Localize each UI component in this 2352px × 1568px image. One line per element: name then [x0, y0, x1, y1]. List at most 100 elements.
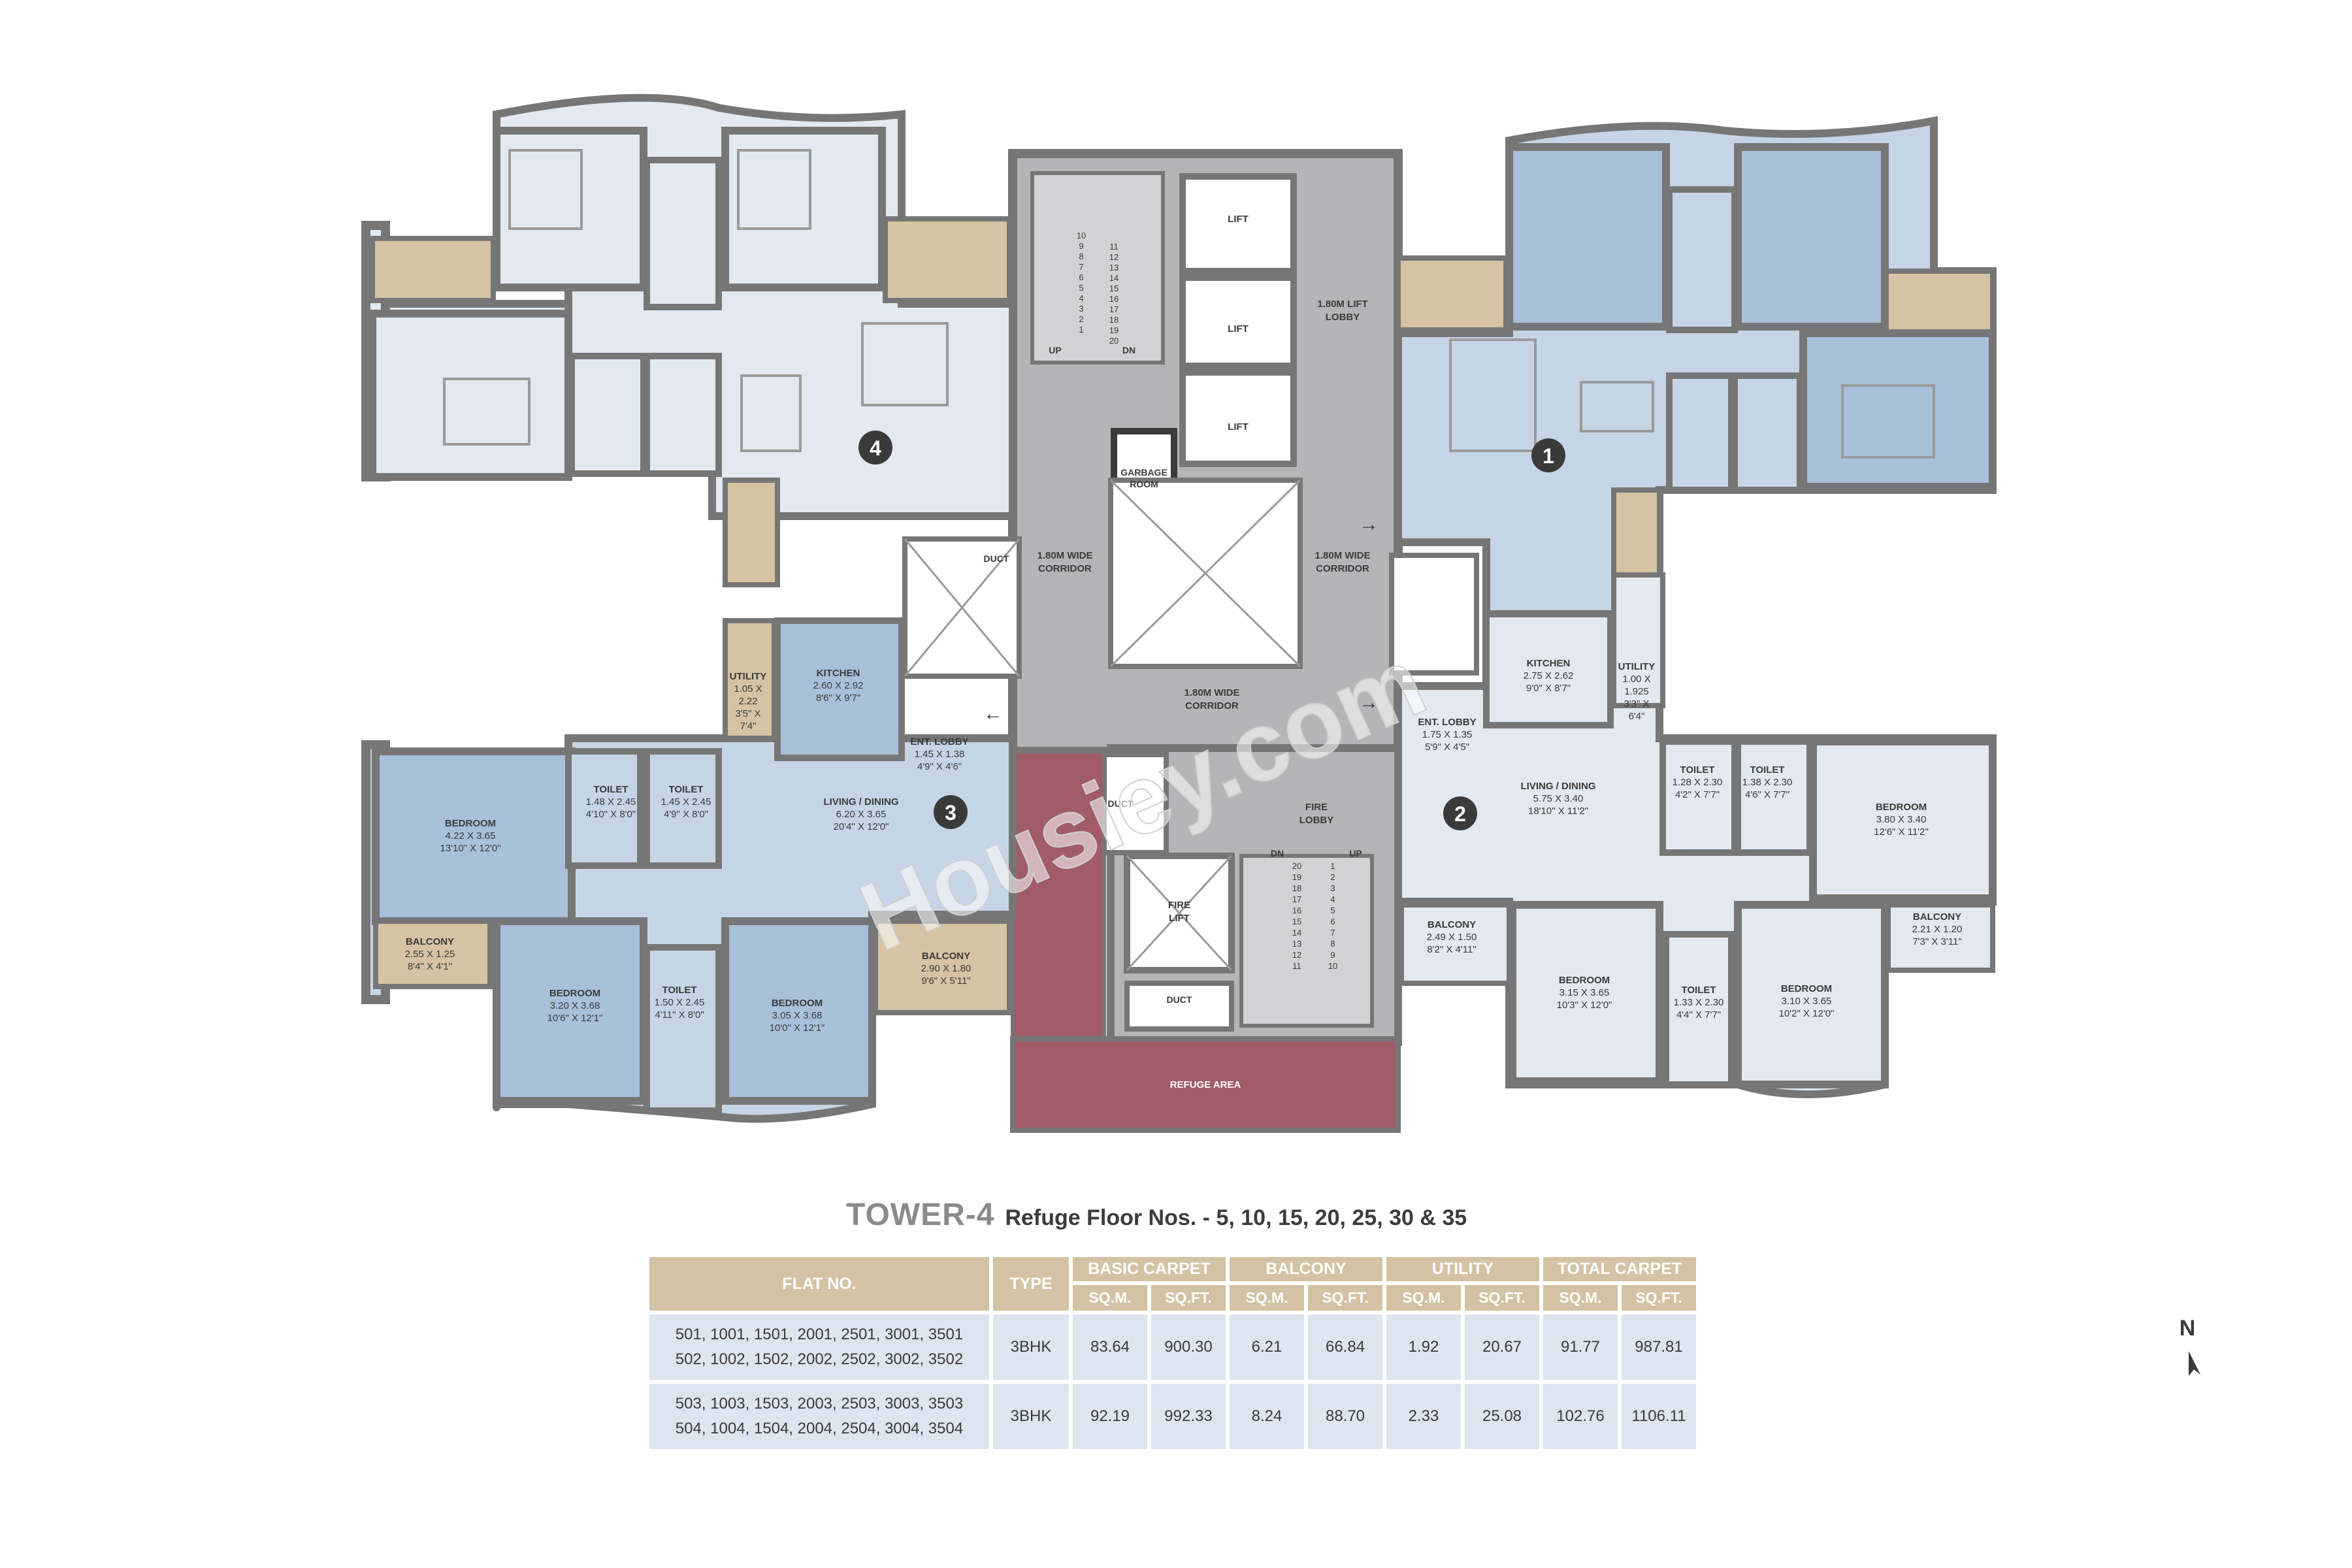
refuge-area-bottom	[1010, 1036, 1401, 1133]
room-name-label: LIVING / DINING	[1520, 781, 1595, 792]
lift-label-2: LIFT	[1228, 323, 1249, 335]
duct-right	[1389, 553, 1479, 676]
room-metric-size: 1.45 X 1.38	[915, 749, 965, 760]
unit-1-bedroom-1	[1505, 143, 1670, 331]
room-imperial-size: 3'3" X	[1624, 698, 1649, 710]
room-metric-size: 3.15 X 3.65	[1560, 987, 1610, 998]
type-cell: 3BHK	[993, 1315, 1069, 1380]
room-name-label: BEDROOM	[1781, 983, 1832, 994]
corridor-right-label-2: CORRIDOR	[1316, 563, 1369, 574]
room-imperial-size: 9'0" X 8'7"	[1526, 683, 1571, 694]
unit-2-toilet-f	[1663, 931, 1735, 1088]
total-sqm-cell: 91.77	[1543, 1315, 1618, 1380]
garbage-label-1: GARBAGE	[1120, 467, 1168, 478]
stair-step-number: 16	[1109, 294, 1119, 304]
stair-step-number: 14	[1109, 273, 1119, 283]
stair-step-number: 1	[1330, 861, 1335, 871]
corridor-center-label-2: CORRIDOR	[1185, 700, 1239, 711]
duct-label-1: DUCT	[984, 553, 1009, 564]
room-name-label: TOILET	[668, 784, 703, 795]
unit-badge-3: 3	[934, 795, 968, 829]
room-name-label: TOILET	[1680, 764, 1714, 776]
basic-sqft-cell: 992.33	[1151, 1384, 1226, 1449]
lift-lobby-label-1: 1.80M LIFT	[1317, 299, 1368, 310]
svg-text:←: ←	[983, 703, 1003, 725]
north-arrow-icon	[2189, 1351, 2200, 1376]
room-imperial-size: 10'0" X 12'1"	[770, 1022, 825, 1034]
svg-text:→: →	[1359, 692, 1379, 713]
balcony-sqft-cell: 88.70	[1308, 1384, 1382, 1449]
room-imperial-size: 8'2" X 4'11"	[1427, 944, 1476, 955]
unit-badge-2: 2	[1443, 796, 1477, 830]
room-imperial-size: 9'6" X 5'11"	[921, 975, 970, 987]
lift-lobby-label-2: LOBBY	[1326, 312, 1360, 323]
stair-step-numbers: 1098765432111121314151617181920201918171…	[1077, 231, 1337, 971]
unit-2-block	[1394, 572, 1997, 1098]
stair-step-number: 4	[1079, 293, 1083, 303]
room-metric-size: 3.80 X 3.40	[1876, 814, 1927, 825]
unit-1-toilet-b	[1731, 372, 1803, 493]
stair-step-number: 9	[1330, 950, 1335, 960]
room-imperial-size: 3'5" X	[735, 708, 760, 719]
unit-1-bedroom-2	[1734, 143, 1889, 331]
unit-4-toilet-top	[644, 157, 722, 310]
room-metric-size: 1.50 X 2.45	[655, 997, 705, 1008]
unit-3-bedroom-c	[721, 917, 876, 1105]
header-balcony: BALCONY	[1230, 1257, 1382, 1281]
stair-step-number: 16	[1292, 906, 1301, 915]
room-name-label: BALCONY	[922, 951, 970, 962]
refuge-floor-note: Refuge Floor Nos. - 5, 10, 15, 20, 25, 3…	[1005, 1205, 1467, 1230]
stair1-dn-label: DN	[1122, 345, 1135, 355]
header-sqft: SQ.FT.	[1622, 1284, 1696, 1311]
unit-4-block	[361, 93, 1017, 587]
utility-sqft-cell: 20.67	[1465, 1315, 1539, 1380]
svg-text:4: 4	[870, 436, 881, 460]
room-imperial-size: 4'4" X 7'7"	[1676, 1009, 1721, 1021]
room-metric-size: 4.22 X 3.65	[446, 830, 496, 841]
stair-step-number: 8	[1079, 252, 1083, 261]
type-cell: 3BHK	[993, 1384, 1069, 1449]
room-imperial-size: 10'3" X 12'0"	[1557, 1000, 1612, 1011]
room-imperial-size: 12'6" X 11'2"	[1874, 826, 1929, 838]
core-block: ← ← → →	[902, 149, 1479, 1133]
room-name-label: BALCONY	[406, 936, 454, 947]
balcony-sqft-cell: 66.84	[1308, 1315, 1382, 1380]
stair-step-number: 15	[1292, 917, 1301, 926]
unit-1-utility	[1611, 487, 1662, 578]
stair-step-number: 14	[1292, 928, 1301, 938]
garbage-label-2: ROOM	[1130, 479, 1158, 489]
room-imperial-size: 6'4"	[1629, 711, 1645, 722]
room-metric-size: 2.22	[738, 696, 757, 707]
room-name-label: ENT. LOBBY	[910, 736, 968, 747]
header-utility: UTILITY	[1386, 1257, 1539, 1281]
stair1-up-label: UP	[1049, 345, 1061, 355]
room-imperial-size: 5'9" X 4'5"	[1425, 742, 1469, 753]
floor-plan-diagram: ← ← → →	[361, 93, 1997, 1133]
header-flat-no: FLAT NO.	[649, 1257, 989, 1311]
stair-step-number: 6	[1079, 272, 1083, 282]
room-metric-size: 5.75 X 3.40	[1533, 793, 1584, 804]
unit-3-kitchen	[774, 617, 905, 761]
stair-step-number: 19	[1109, 325, 1119, 335]
room-metric-size: 1.38 X 2.30	[1742, 777, 1793, 788]
corridor-left-label-2: CORRIDOR	[1038, 563, 1092, 574]
refuge-area	[1011, 749, 1106, 1041]
header-sqm: SQ.M.	[1543, 1284, 1618, 1311]
room-name-label: BEDROOM	[772, 998, 823, 1009]
unit-1-block	[1394, 116, 1997, 690]
unit-4-balcony-right	[883, 216, 1012, 303]
room-name-label: BEDROOM	[1876, 802, 1927, 813]
header-total-carpet: TOTAL CARPET	[1543, 1257, 1696, 1281]
stair-step-number: 20	[1109, 336, 1119, 346]
unit-2-bedroom-e	[1509, 901, 1663, 1085]
unit-2-toilet-d	[1659, 738, 1738, 856]
total-sqft-cell: 1106.11	[1622, 1384, 1696, 1449]
room-metric-size: 1.33 X 2.30	[1674, 997, 1724, 1008]
header-sqm: SQ.M.	[1386, 1284, 1461, 1311]
room-name-label: BEDROOM	[445, 818, 496, 829]
fire-lift-label-2: LIFT	[1169, 913, 1190, 924]
